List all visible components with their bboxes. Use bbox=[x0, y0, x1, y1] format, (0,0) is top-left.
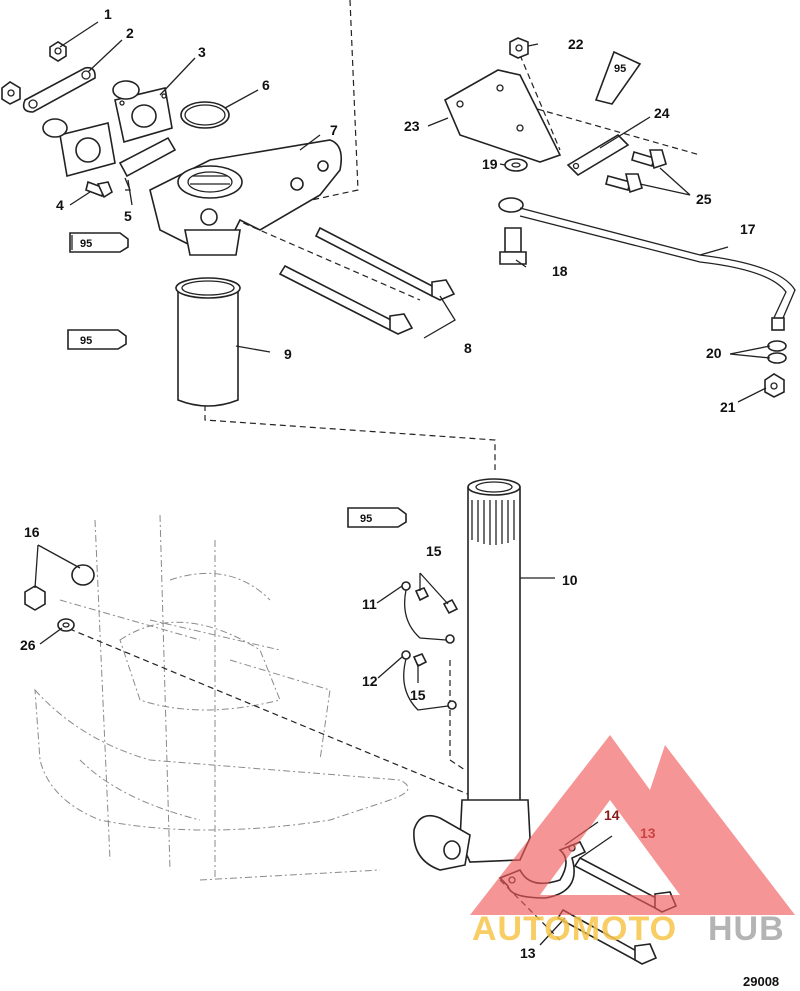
part-17-link-rod bbox=[498, 197, 796, 331]
part-22-nut bbox=[509, 37, 529, 59]
part-16-cap-a bbox=[24, 585, 46, 611]
lubricant-tube-2: 95 bbox=[67, 329, 127, 350]
part-24-plate bbox=[566, 133, 630, 177]
callout-10: 10 bbox=[562, 572, 578, 588]
part-23-bracket bbox=[443, 69, 562, 163]
callout-24: 24 bbox=[654, 105, 670, 121]
callout-11: 11 bbox=[362, 596, 377, 612]
part-9-bushing-sleeve bbox=[175, 277, 241, 407]
part-8-bolt-b bbox=[278, 264, 414, 335]
callout-9: 9 bbox=[284, 346, 292, 362]
part-13-bolt-lower bbox=[556, 908, 658, 965]
callout-1: 1 bbox=[104, 6, 112, 22]
tube-label-1: 95 bbox=[80, 238, 92, 250]
callout-19: 19 bbox=[482, 156, 498, 172]
part-6-o-ring bbox=[180, 101, 230, 129]
leader-lines bbox=[34, 21, 771, 946]
callout-5: 5 bbox=[124, 208, 132, 224]
callout-13-lower: 13 bbox=[520, 945, 536, 961]
part-19-washer bbox=[504, 158, 528, 172]
callout-20: 20 bbox=[706, 345, 722, 361]
watermark-logo: AUTOMOTO HUB bbox=[470, 735, 795, 948]
part-25-bolt-a bbox=[631, 149, 667, 170]
callout-6: 6 bbox=[262, 77, 270, 93]
part-12-ground-strap bbox=[401, 650, 457, 711]
callout-18: 18 bbox=[552, 263, 568, 279]
part-15-screw-c bbox=[412, 652, 428, 668]
callout-8: 8 bbox=[464, 340, 472, 356]
part-3-mount-lower bbox=[42, 118, 116, 178]
part-25-bolt-b bbox=[605, 173, 643, 194]
part-15-screw-a bbox=[414, 586, 430, 602]
callout-16: 16 bbox=[24, 524, 40, 540]
part-18-bolt bbox=[499, 227, 527, 265]
lubricant-tube-3: 95 bbox=[347, 507, 407, 528]
tube-label-3: 95 bbox=[360, 513, 372, 525]
callout-22: 22 bbox=[568, 36, 584, 52]
callout-25: 25 bbox=[696, 191, 712, 207]
lubricant-tube-1: 95 bbox=[69, 232, 129, 253]
watermark-text-hub: HUB bbox=[708, 910, 785, 948]
callout-15-upper: 15 bbox=[426, 543, 442, 559]
callout-23: 23 bbox=[404, 118, 420, 134]
lubricant-tube-4: 95 bbox=[594, 50, 642, 105]
part-8-bolt-a bbox=[314, 226, 456, 301]
watermark-text-automoto: AUTOMOTO bbox=[472, 910, 677, 948]
part-7-steering-yoke bbox=[149, 139, 343, 256]
part-3-mount-upper bbox=[112, 80, 173, 144]
part-2-link-plate bbox=[22, 66, 96, 113]
figure-id: 29008 bbox=[743, 974, 779, 989]
part-nut-left bbox=[1, 81, 21, 105]
callout-12: 12 bbox=[362, 673, 378, 689]
ghost-driveshaft-housing bbox=[34, 514, 409, 881]
part-11-ground-strap bbox=[401, 581, 455, 644]
callout-15-lower: 15 bbox=[410, 687, 426, 703]
callout-21: 21 bbox=[720, 399, 736, 415]
part-21-nut bbox=[764, 373, 785, 398]
tube-label-4: 95 bbox=[614, 63, 626, 75]
callout-3: 3 bbox=[198, 44, 206, 60]
callout-17: 17 bbox=[740, 221, 756, 237]
callout-4: 4 bbox=[56, 197, 64, 213]
part-20-washers bbox=[767, 340, 787, 364]
callout-26: 26 bbox=[20, 637, 36, 653]
part-4-bolt bbox=[85, 180, 113, 199]
callout-numbers: 1 2 3 4 5 6 7 8 9 10 11 12 13 13 14 15 1… bbox=[20, 6, 756, 961]
callout-2: 2 bbox=[126, 25, 134, 41]
callout-7: 7 bbox=[330, 122, 338, 138]
part-16-cap-b bbox=[71, 564, 95, 586]
tube-label-2: 95 bbox=[80, 335, 92, 347]
part-1-nut bbox=[49, 41, 67, 62]
callout-14: 14 bbox=[604, 807, 620, 823]
part-10-steering-tube bbox=[413, 478, 531, 871]
